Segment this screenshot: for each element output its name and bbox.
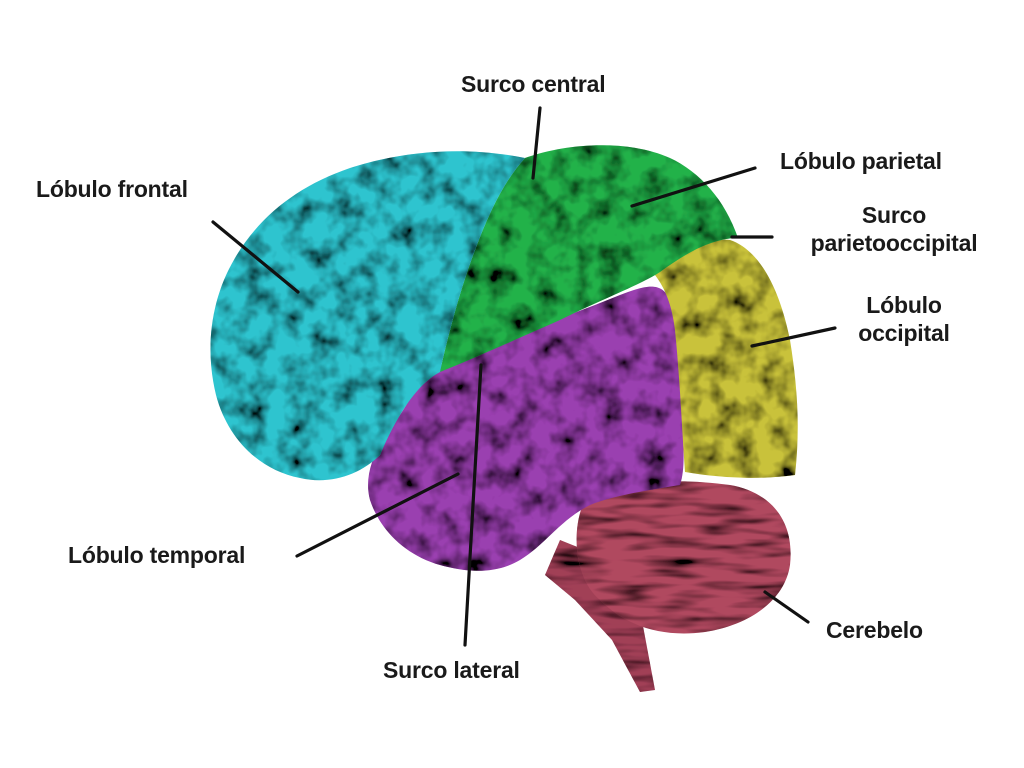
brainstem-region xyxy=(545,540,655,692)
parieto-occipital-sulcus-label: Surco parietooccipital xyxy=(810,202,978,256)
leader-temporal-lobe xyxy=(295,472,460,558)
occipital-lobe-label: Lóbulo occipital xyxy=(858,292,950,346)
leader-frontal-lobe xyxy=(211,220,300,294)
temporal-lobe-region xyxy=(368,286,684,571)
frontal-lobe-region xyxy=(210,151,525,481)
central-sulcus-label: Surco central xyxy=(461,71,606,97)
parietal-lobe-label: Lóbulo parietal xyxy=(780,148,942,174)
leader-lines xyxy=(211,106,837,647)
leader-central-sulcus xyxy=(531,106,542,180)
cerebellum-region xyxy=(576,481,791,634)
lateral-sulcus-label: Surco lateral xyxy=(383,657,520,683)
frontal-lobe-label: Lóbulo frontal xyxy=(36,176,188,202)
leader-occipital-lobe xyxy=(750,326,837,348)
leader-cerebellum xyxy=(763,590,810,624)
leader-lateral-sulcus xyxy=(463,363,483,647)
cerebellum-label: Cerebelo xyxy=(826,617,923,643)
leader-parietal-lobe xyxy=(630,166,757,208)
parietal-lobe-region xyxy=(440,145,738,372)
occipital-lobe-region xyxy=(655,239,798,478)
temporal-lobe-label: Lóbulo temporal xyxy=(68,542,246,568)
